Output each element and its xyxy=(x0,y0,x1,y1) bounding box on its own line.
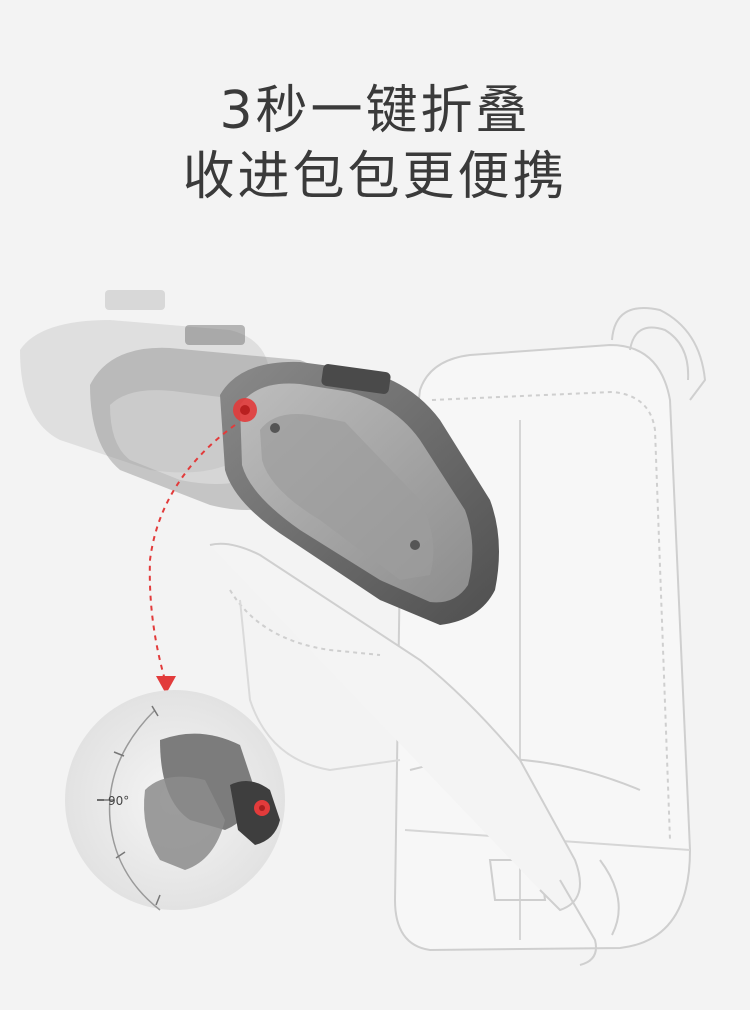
hinge-detail-circle: 90° xyxy=(65,690,285,911)
headline: 3秒一键折叠 收进包包更便携 xyxy=(0,78,750,210)
headline-line-2: 收进包包更便携 xyxy=(182,147,568,207)
fold-stage-ghost-1 xyxy=(20,290,270,473)
headline-line-1: 3秒一键折叠 xyxy=(219,81,531,141)
angle-label: 90° xyxy=(108,794,129,808)
fold-arrow xyxy=(148,424,236,694)
folded-seat xyxy=(220,361,499,625)
